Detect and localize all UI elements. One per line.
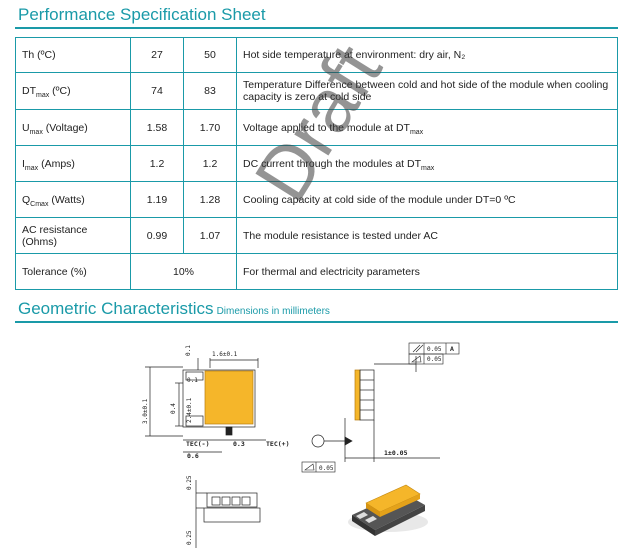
- side-base: [203, 507, 261, 523]
- value-cell: 10%: [130, 253, 237, 290]
- param-cell: Umax (Voltage): [15, 109, 131, 146]
- value-cell: 1.2: [183, 145, 237, 182]
- table-row: Tolerance (%) 10% For thermal and electr…: [15, 253, 618, 290]
- datum-label: A: [450, 345, 454, 353]
- lead-label-pos: TEC(+): [266, 440, 289, 448]
- pellet: [231, 496, 241, 506]
- value-cell: 83: [183, 72, 237, 110]
- performance-title: Performance Specification Sheet: [18, 5, 266, 24]
- desc-cell: DC current through the modules at DTmax: [236, 145, 618, 182]
- param-cell: Imax (Amps): [15, 145, 131, 182]
- table-row: Imax (Amps) 1.2 1.2 DC current through t…: [15, 145, 618, 182]
- value-cell: 27: [130, 37, 184, 73]
- dim-label: 0.25: [186, 475, 193, 490]
- desc-cell: Voltage applied to the module at DTmax: [236, 109, 618, 146]
- ceramic-plate: [204, 370, 254, 425]
- end-view: [311, 356, 440, 462]
- dim-label: 1±0.05: [384, 449, 408, 457]
- dim-label: 0.1: [185, 345, 192, 356]
- desc-cell: Temperature Difference between cold and …: [236, 72, 618, 110]
- lead-label-neg: TEC(-): [186, 440, 209, 448]
- lead-wire: [225, 426, 233, 436]
- top-view: [145, 358, 266, 453]
- dim-label: 0.6: [187, 452, 199, 460]
- dim-label: 0.4: [170, 403, 177, 414]
- table-row: Umax (Voltage) 1.58 1.70 Voltage applied…: [15, 109, 618, 146]
- value-cell: 1.58: [130, 109, 184, 146]
- value-cell: 0.99: [130, 217, 184, 254]
- param-cell: Tolerance (%): [15, 253, 131, 290]
- pellet: [241, 496, 251, 506]
- desc-cell: The module resistance is tested under AC: [236, 217, 618, 254]
- tolerance-value: 0.05: [319, 465, 334, 472]
- param-cell: DTmax (ºC): [15, 72, 131, 110]
- dim-label: 0.1: [187, 377, 198, 384]
- module-3d-render: [348, 484, 428, 536]
- tolerance-frame-2: [301, 461, 336, 473]
- value-cell: 74: [130, 72, 184, 110]
- top-view-frame: [182, 369, 256, 428]
- table-row: AC resistance (Ohms) 0.99 1.07 The modul…: [15, 217, 618, 254]
- dimension-drawing: 0.1 1.6±0.1 0.1 2.4±0.1 3.0±0.1 0.4 TEC(…: [142, 342, 460, 548]
- title-underline: [15, 321, 618, 323]
- desc-cell: Hot side temperature at environment: dry…: [236, 37, 618, 73]
- title-underline: [15, 27, 618, 29]
- table-row: QCmax (Watts) 1.19 1.28 Cooling capacity…: [15, 181, 618, 218]
- dim-label: 3.0±0.1: [142, 398, 149, 424]
- value-cell: 1.70: [183, 109, 237, 146]
- value-cell: 1.28: [183, 181, 237, 218]
- pad-top: [185, 371, 204, 381]
- value-cell: 50: [183, 37, 237, 73]
- table-row: Th (ºC) 27 50 Hot side temperature at en…: [15, 37, 618, 73]
- pellet: [211, 496, 221, 506]
- end-ceramic: [354, 369, 361, 421]
- pellet: [221, 496, 231, 506]
- dim-label: 1.6±0.1: [212, 351, 238, 358]
- value-cell: 1.07: [183, 217, 237, 254]
- side-body: [206, 492, 258, 508]
- tolerance-frame-1: [408, 342, 460, 365]
- geometry-subtitle: Dimensions in millimeters: [216, 306, 330, 317]
- table-row: DTmax (ºC) 74 83 Temperature Difference …: [15, 72, 618, 110]
- dim-label: 0.3: [233, 440, 245, 448]
- dim-label: 0.25: [186, 530, 193, 545]
- param-cell: AC resistance (Ohms): [15, 217, 131, 254]
- end-body: [359, 369, 375, 421]
- desc-cell: For thermal and electricity parameters: [236, 253, 618, 290]
- pad-bottom: [185, 415, 204, 427]
- desc-cell: Cooling capacity at cold side of the mod…: [236, 181, 618, 218]
- param-cell: QCmax (Watts): [15, 181, 131, 218]
- tolerance-value: 0.05: [427, 346, 442, 353]
- value-cell: 1.2: [130, 145, 184, 182]
- dim-label: 2.4±0.1: [186, 397, 193, 423]
- performance-table: Th (ºC) 27 50 Hot side temperature at en…: [15, 37, 618, 290]
- datum-circle: [311, 434, 325, 448]
- side-view: [195, 480, 261, 548]
- param-cell: Th (ºC): [15, 37, 131, 73]
- value-cell: 1.19: [130, 181, 184, 218]
- tolerance-value: 0.05: [427, 356, 442, 363]
